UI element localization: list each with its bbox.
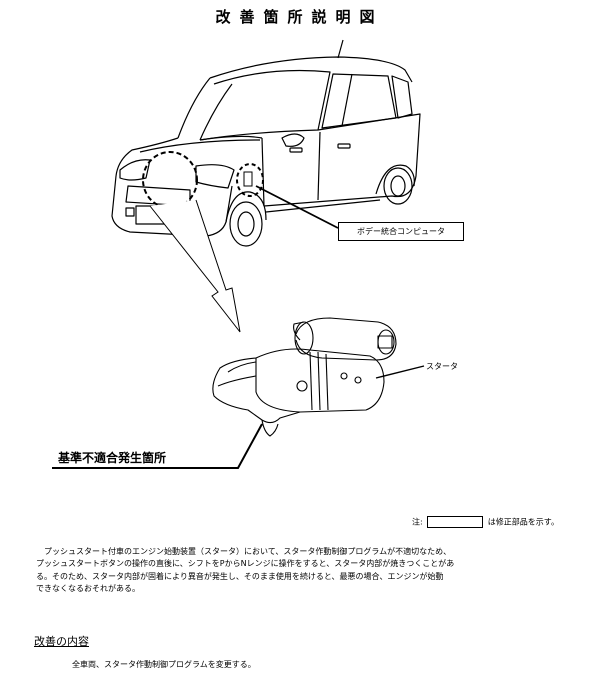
- zoom-arrow: [149, 199, 241, 333]
- defect-location-label: 基準不適合発生箇所: [58, 451, 167, 465]
- description: プッシュスタート付車のエンジン始動装置（スタータ）において、スタータ作動制御プロ…: [36, 546, 561, 596]
- car-drawing: [111, 39, 421, 247]
- defect-leader: [52, 423, 263, 469]
- starter-location-circle: [142, 151, 198, 209]
- bcm-label: ボデー統合コンピュータ: [338, 222, 464, 241]
- starter-motor-drawing: [212, 317, 397, 437]
- improvement-heading: 改善の内容: [34, 635, 89, 648]
- note-suffix: は修正部品を示す。: [487, 517, 559, 527]
- note: 注: は修正部品を示す。: [412, 516, 559, 528]
- legend-box: [427, 516, 484, 528]
- description-line: プッシュスタートボタンの操作の直後に、シフトをPからNレンジに操作をすると、スタ…: [36, 559, 455, 569]
- illustration: [52, 39, 425, 469]
- description-line: できなくなるおそれがある。: [36, 584, 140, 594]
- starter-label: スタータ: [426, 362, 458, 371]
- note-prefix: 注:: [412, 517, 423, 527]
- description-line: る。そのため、スタータ内部が固着により異音が発生し、そのまま使用を続けると、最悪…: [36, 571, 444, 581]
- description-line: プッシュスタート付車のエンジン始動装置（スタータ）において、スタータ作動制御プロ…: [36, 547, 452, 556]
- bcm-location-circle: [236, 163, 264, 197]
- page-title: 改善箇所説明図: [215, 8, 384, 26]
- improvement-text: 全車両、スタータ作動制御プログラムを変更する。: [72, 660, 256, 669]
